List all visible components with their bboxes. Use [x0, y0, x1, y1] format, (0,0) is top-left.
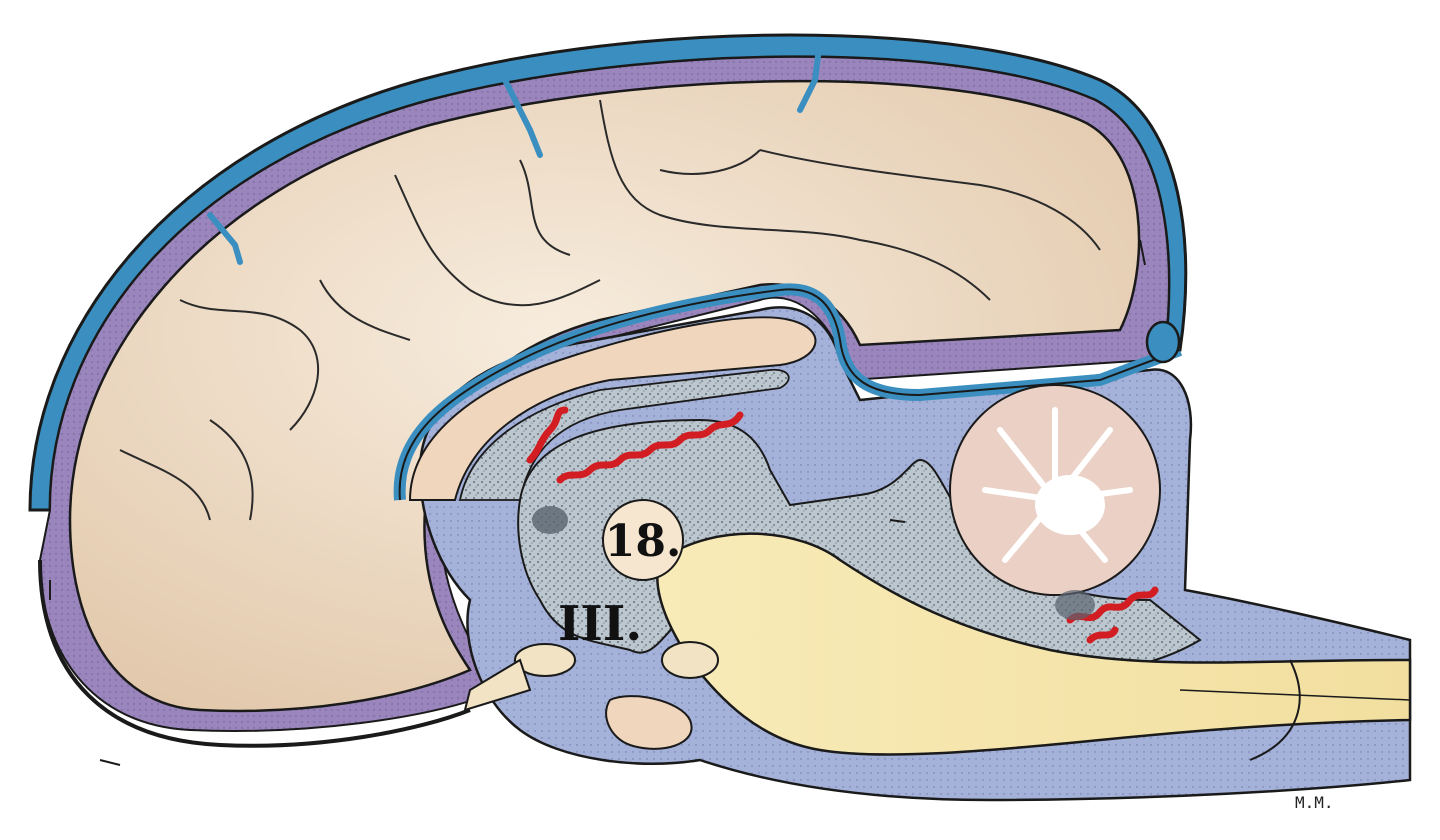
dura-lower — [38, 559, 471, 748]
interventricular-foramen — [532, 506, 568, 534]
number-label: 18. — [605, 516, 682, 567]
third-ventricle — [517, 418, 1202, 675]
corpus-callosum — [408, 316, 817, 501]
lateral-aperture — [1055, 590, 1095, 620]
lateral-ventricle — [458, 368, 790, 501]
csf-flow-arrows — [49, 239, 1301, 766]
brainstem-and-spinal-cord — [656, 532, 1412, 756]
pituitary-recess — [605, 695, 693, 750]
sulci-lines — [119, 99, 1101, 521]
mammillary-body — [661, 641, 719, 679]
artist-signature: M.M. — [1295, 793, 1334, 812]
vein-outline — [398, 288, 1181, 501]
optic-nerve — [463, 658, 532, 712]
bridging-veins — [207, 37, 823, 265]
roman-label: III. — [558, 596, 642, 652]
confluence-of-sinuses — [1145, 320, 1181, 364]
optic-chiasm — [514, 643, 576, 677]
label-18-badge: 18. — [602, 499, 684, 581]
cerebellum — [949, 384, 1161, 596]
central-canal — [1179, 689, 1411, 701]
